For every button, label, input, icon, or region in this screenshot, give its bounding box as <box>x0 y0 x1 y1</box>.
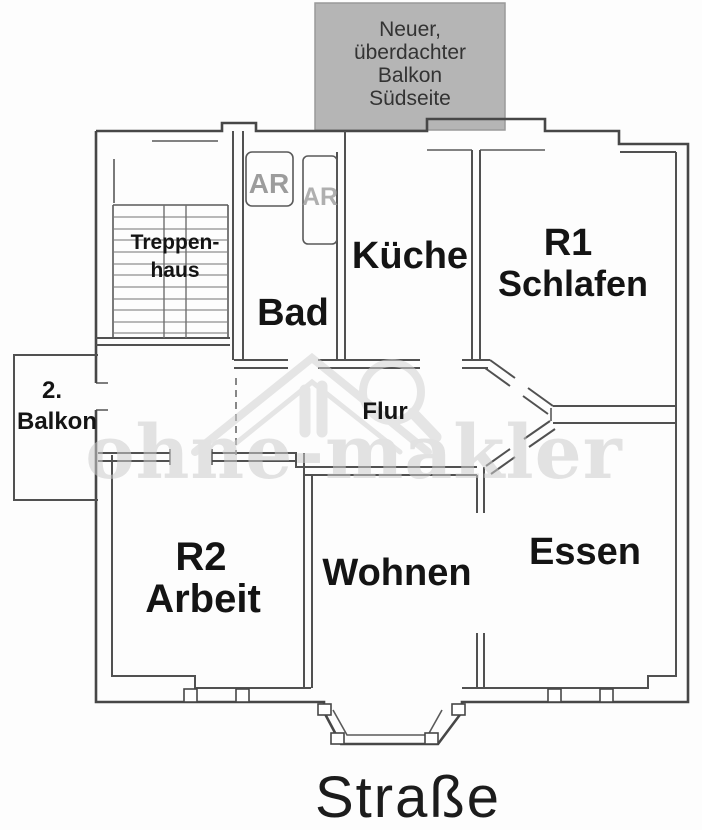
room-label-flur: Flur <box>362 398 407 425</box>
room-label-kueche: Küche <box>352 235 468 277</box>
bay-notch-3 <box>330 732 345 745</box>
storage-label-1: AR <box>249 168 289 199</box>
new-balcony-note-line2: überdachter <box>354 41 466 64</box>
bay-notch-1 <box>317 703 332 716</box>
inner-wall-r2 <box>111 455 311 689</box>
bay-notch-2 <box>451 703 466 716</box>
bay-window-inner <box>332 709 443 736</box>
wall-flur-top <box>234 359 490 369</box>
window-notch-1 <box>183 688 198 703</box>
room-label-bad: Bad <box>257 292 329 334</box>
room-label-wohnen: Wohnen <box>322 552 471 594</box>
wall-wohnen-essen <box>476 467 485 688</box>
balcony2-outline <box>13 354 98 501</box>
watermark-text: ohne-makler <box>85 410 622 496</box>
storage-room-2 <box>302 155 338 245</box>
room-label-r1-line1: R1 <box>544 222 593 264</box>
room-label-balkon2-line2: Balkon <box>17 408 97 435</box>
house-magnifier-icon <box>191 352 442 456</box>
window-notch-3 <box>547 688 562 703</box>
inner-wall-landing <box>113 140 218 203</box>
new-balcony-note-line3: Balkon <box>378 64 442 87</box>
wall-r2-wohnen <box>303 453 313 688</box>
building-walls-outer <box>13 117 690 746</box>
room-label-treppenhaus-line1: Treppen- <box>131 231 220 254</box>
window-notch-2 <box>235 688 250 703</box>
new-balcony-note-line1: Neuer, <box>379 18 441 41</box>
window-notch-4 <box>599 688 614 703</box>
window-notches <box>183 688 614 703</box>
wall-bad-kueche <box>336 131 346 360</box>
new-balcony-note-line4: Südseite <box>369 87 451 110</box>
room-labels: Treppen- haus AR AR Bad Küche R1 Schlafe… <box>17 168 648 621</box>
bay-notch-4 <box>424 732 439 745</box>
storage-label-2: AR <box>302 183 338 211</box>
room-label-r2-line1: R2 <box>175 535 226 579</box>
storage-room-1 <box>245 151 294 207</box>
wall-flur-bottom <box>98 452 477 476</box>
room-label-balkon2-line1: 2. <box>42 377 62 404</box>
staircase-box <box>112 204 229 338</box>
room-label-essen: Essen <box>529 531 641 573</box>
street-label: Straße <box>315 765 501 830</box>
bay-window <box>317 703 466 745</box>
room-label-r2-line2: Arbeit <box>145 577 261 621</box>
room-label-r1-line2: Schlafen <box>498 263 648 304</box>
wall-treppenhaus-bad <box>232 131 244 360</box>
inner-wall-right <box>462 152 677 689</box>
staircase-bottom-wall <box>96 337 230 346</box>
room-label-treppenhaus-line2: haus <box>150 259 199 282</box>
stair-treads <box>114 205 227 338</box>
wall-kueche-r1 <box>471 150 481 360</box>
new-balcony-rect <box>314 2 506 131</box>
wall-passage-r1-essen <box>553 405 676 424</box>
flur-diagonal-upper <box>484 359 554 415</box>
flur-diagonal-lower <box>485 420 556 475</box>
staircase <box>96 204 230 346</box>
storage-rooms <box>245 151 338 245</box>
outer-wall-path <box>94 117 690 746</box>
watermark: ohne-makler <box>85 352 622 496</box>
new-balcony-box: Neuer, überdachter Balkon Südseite <box>314 2 506 131</box>
